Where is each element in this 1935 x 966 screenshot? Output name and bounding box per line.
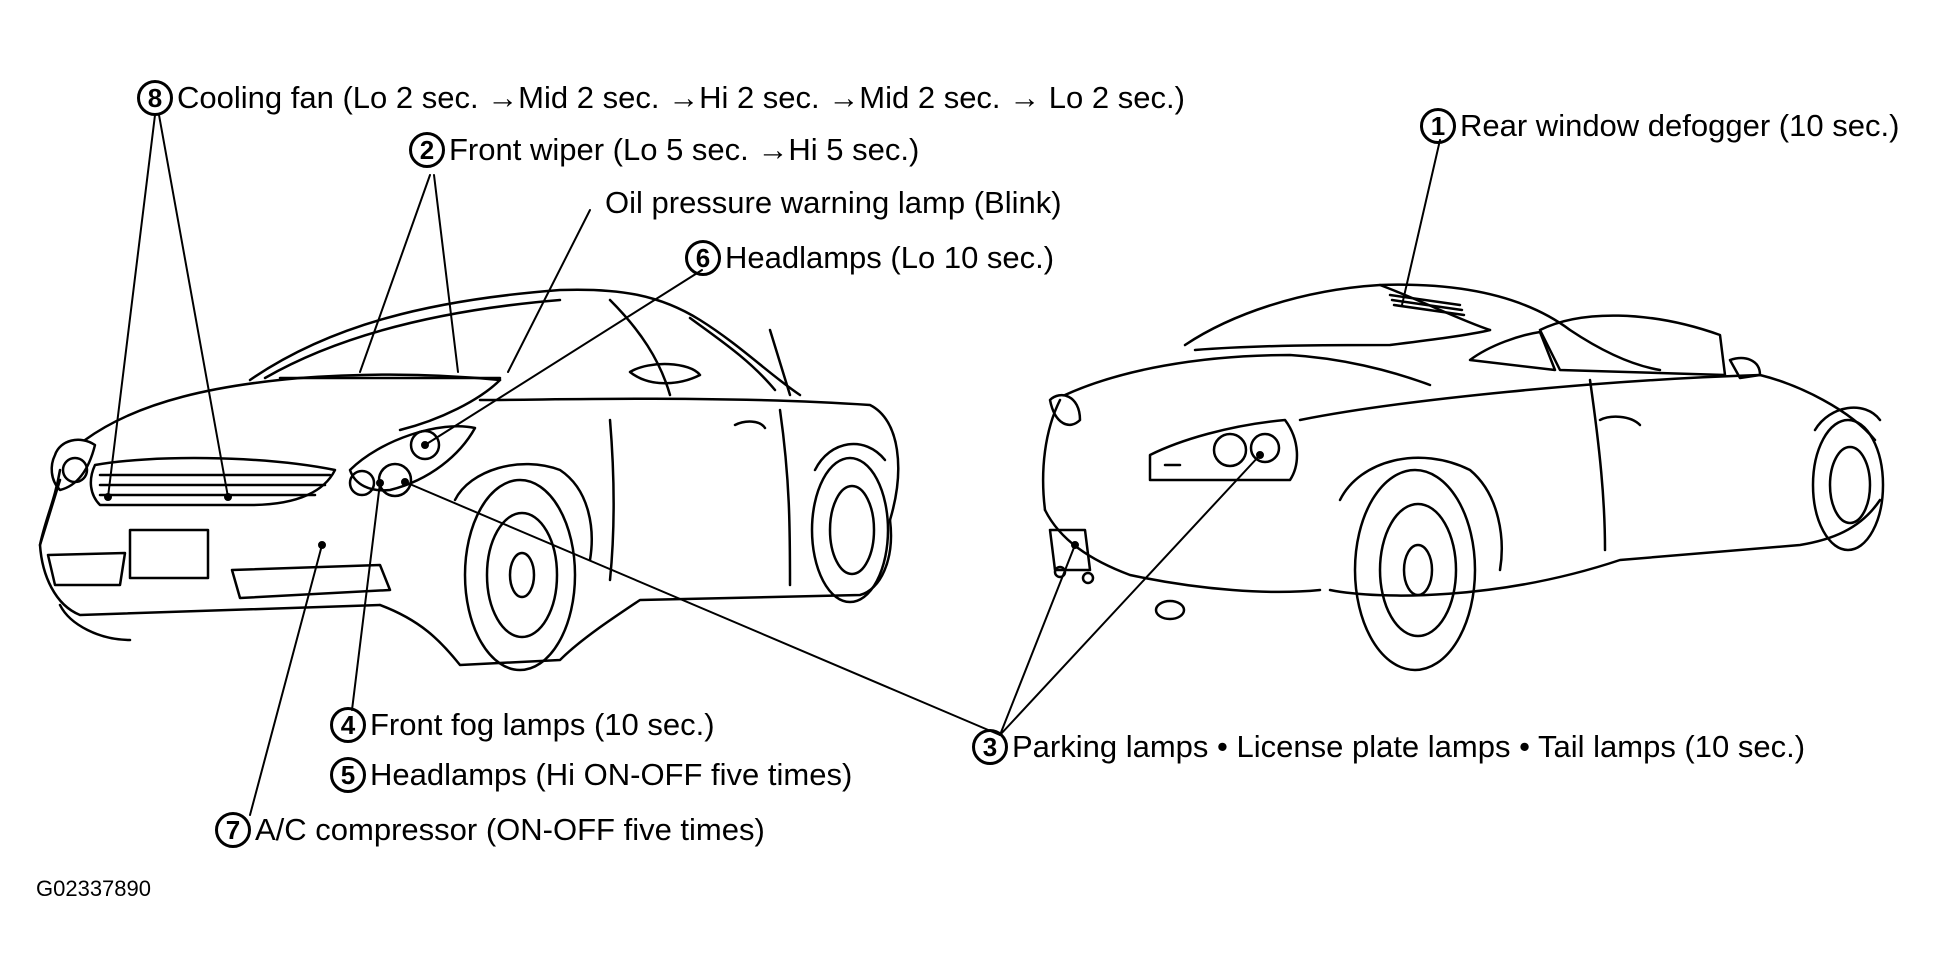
callout-rear-defogger: 1 Rear window defogger (10 sec.): [1420, 108, 1899, 144]
callout-headlamps-lo: 6 Headlamps (Lo 10 sec.): [685, 240, 1054, 276]
callout-text: Oil pressure warning lamp (Blink): [605, 185, 1062, 220]
callout-number: 3: [972, 729, 1008, 765]
callout-number: 5: [330, 757, 366, 793]
callout-number: 1: [1420, 108, 1456, 144]
callout-ac-compressor: 7 A/C compressor (ON-OFF five times): [215, 812, 765, 848]
callout-text: Headlamps (Lo 10 sec.): [725, 240, 1055, 275]
figure-code: G02337890: [36, 876, 151, 901]
callout-number: 8: [137, 80, 173, 116]
front-car-drawing: [38, 288, 900, 672]
callout-front-wiper: 2 Front wiper (Lo 5 sec. →Hi 5 sec.): [409, 132, 919, 168]
callout-oil-pressure-lamp: Oil pressure warning lamp (Blink): [605, 185, 1062, 221]
callout-headlamps-hi: 5 Headlamps (Hi ON-OFF five times): [330, 757, 852, 793]
leader-lines: [104, 114, 1441, 816]
callout-number: 7: [215, 812, 251, 848]
callout-number: 6: [685, 240, 721, 276]
callout-number: 2: [409, 132, 445, 168]
callout-parking-license-tail-lamps: 3 Parking lamps • License plate lamps • …: [972, 729, 1805, 765]
callout-text: Cooling fan (Lo 2 sec. →Mid 2 sec. →Hi 2…: [177, 80, 1185, 115]
callout-front-fog-lamps: 4 Front fog lamps (10 sec.): [330, 707, 715, 743]
callout-text: Rear window defogger (10 sec.): [1460, 108, 1900, 143]
rear-car-drawing: [1041, 283, 1885, 672]
callout-number: 4: [330, 707, 366, 743]
callout-text: Front fog lamps (10 sec.): [370, 707, 715, 742]
callout-text: A/C compressor (ON-OFF five times): [255, 812, 765, 847]
callout-cooling-fan: 8 Cooling fan (Lo 2 sec. →Mid 2 sec. →Hi…: [137, 80, 1185, 116]
callout-text: Parking lamps • License plate lamps • Ta…: [1012, 729, 1806, 764]
callout-text: Headlamps (Hi ON-OFF five times): [370, 757, 853, 792]
callout-text: Front wiper (Lo 5 sec. →Hi 5 sec.): [449, 132, 920, 167]
